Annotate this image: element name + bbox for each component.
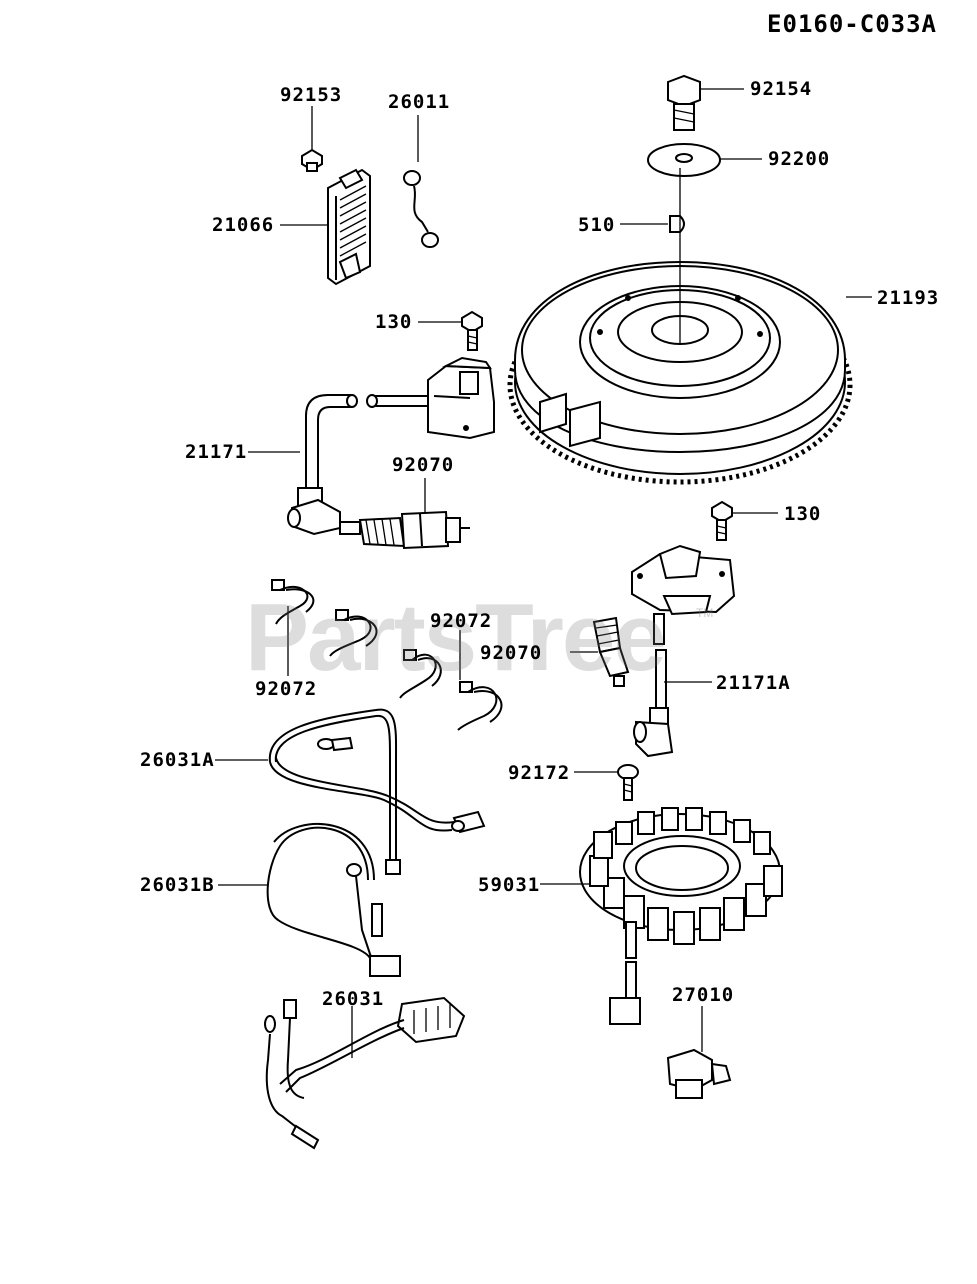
diagram-code: E0160-C033A	[767, 10, 937, 38]
stator-59031	[540, 807, 783, 1025]
switch-27010	[666, 1006, 732, 1099]
regulator-21066	[280, 168, 371, 286]
label-26031B: 26031B	[140, 874, 215, 896]
label-26031: 26031	[322, 988, 385, 1010]
harness-26031A	[215, 708, 486, 875]
label-27010: 27010	[672, 984, 735, 1006]
bolt-130-upper	[418, 310, 483, 351]
screw-92153	[301, 106, 323, 172]
label-92070-upper: 92070	[392, 454, 455, 476]
ignition-coil-21171A	[631, 544, 736, 758]
spark-plug-92070-upper	[339, 478, 470, 550]
label-92154: 92154	[750, 78, 813, 100]
label-510: 510	[578, 214, 616, 236]
washer-92200	[647, 143, 762, 177]
bolt-130-lower	[711, 500, 778, 541]
label-21171: 21171	[185, 441, 248, 463]
label-92200: 92200	[768, 148, 831, 170]
watermark-trademark: TM	[696, 606, 714, 620]
label-59031: 59031	[478, 874, 541, 896]
bolt-92154	[667, 74, 744, 131]
label-92070-lower: 92070	[480, 642, 543, 664]
flywheel-21193	[507, 168, 872, 485]
label-92153: 92153	[280, 84, 343, 106]
label-26011: 26011	[388, 91, 451, 113]
label-21193: 21193	[877, 287, 940, 309]
label-21171A: 21171A	[716, 672, 791, 694]
key-510	[620, 215, 685, 233]
label-130-lower: 130	[784, 503, 822, 525]
harness-26031	[264, 996, 466, 1150]
harness-26031B	[218, 823, 401, 977]
label-26031A: 26031A	[140, 749, 215, 771]
spark-plug-92070-lower	[570, 616, 630, 687]
ground-lead-26011	[403, 115, 439, 248]
screw-92172	[574, 764, 639, 801]
watermark-logo: PartsTree	[245, 584, 667, 691]
ignition-coil-21171	[248, 356, 495, 536]
clamps-92072	[271, 579, 503, 731]
label-92072-right: 92072	[430, 610, 493, 632]
label-92072-left: 92072	[255, 678, 318, 700]
label-130-upper: 130	[375, 311, 413, 333]
label-92172: 92172	[508, 762, 571, 784]
label-21066: 21066	[212, 214, 275, 236]
